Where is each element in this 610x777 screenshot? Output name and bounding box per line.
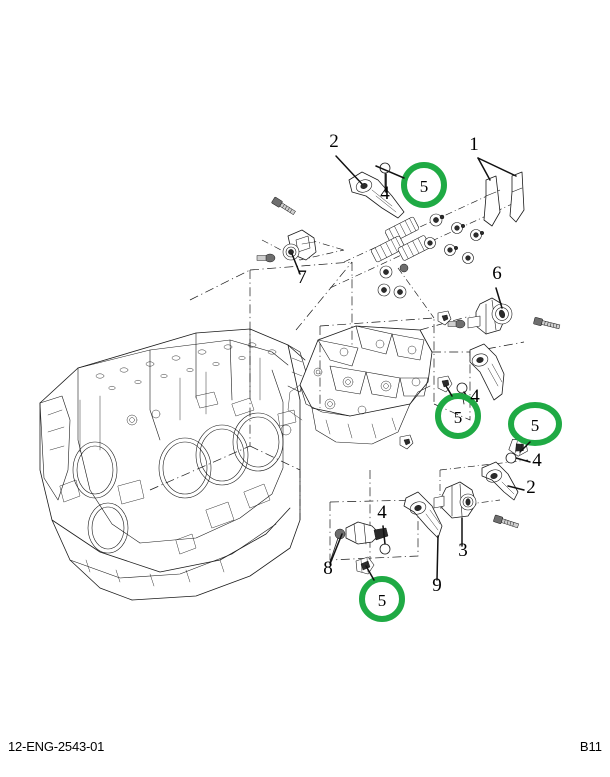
part-7-bracket bbox=[256, 229, 317, 263]
part-8-linkage-rod bbox=[329, 521, 389, 563]
callout-numbers: 1 2 4 7 6 4 4 2 4 8 3 9 bbox=[297, 131, 542, 596]
document-number: 12-ENG-2543-01 bbox=[8, 739, 105, 754]
callout-4-lower-right: 4 bbox=[532, 450, 542, 471]
highlight-label-2: 5 bbox=[454, 408, 463, 427]
callout-8: 8 bbox=[323, 558, 333, 579]
callout-9: 9 bbox=[432, 575, 442, 596]
highlight-rings: 5 5 5 5 bbox=[359, 162, 562, 622]
clip-head-right bbox=[437, 310, 452, 326]
callout-4-lower: 4 bbox=[377, 502, 387, 523]
clip-head-left bbox=[399, 434, 414, 450]
highlight-ring-4: 5 bbox=[359, 565, 405, 622]
part-6-rocker-bracket bbox=[447, 297, 561, 335]
callout-4-upper: 4 bbox=[380, 183, 390, 204]
highlight-ring-3: 5 bbox=[508, 402, 562, 453]
highlight-label-1: 5 bbox=[420, 177, 429, 196]
callout-7: 7 bbox=[297, 267, 307, 288]
engine-block bbox=[39, 328, 307, 601]
callout-3: 3 bbox=[458, 540, 468, 561]
leader-lines bbox=[291, 155, 531, 581]
part-2-lever-arm-lower-right bbox=[481, 452, 531, 501]
highlight-label-4: 5 bbox=[378, 591, 387, 610]
assembly-phantom-lines bbox=[149, 235, 529, 561]
callout-6: 6 bbox=[492, 263, 502, 284]
fastener-upper-left bbox=[271, 196, 296, 216]
callout-2-upper: 2 bbox=[329, 131, 339, 152]
callout-1: 1 bbox=[469, 134, 479, 155]
callout-4-middle: 4 bbox=[470, 386, 480, 407]
cylinder-head bbox=[287, 325, 433, 445]
highlight-ring-2: 5 bbox=[435, 385, 481, 439]
part-3-rocker-bracket bbox=[433, 481, 520, 547]
part-2-lever-arm-upper bbox=[348, 171, 405, 219]
valve-train-assembly bbox=[329, 189, 513, 299]
part-1-bracket-pair bbox=[483, 171, 525, 227]
page-footer: 12-ENG-2543-01 B11 bbox=[0, 731, 610, 777]
highlight-ring-1: 5 bbox=[375, 162, 447, 208]
highlight-label-3: 5 bbox=[531, 416, 540, 435]
callout-2-lower-right: 2 bbox=[526, 477, 536, 498]
page-code: B11 bbox=[579, 739, 602, 754]
